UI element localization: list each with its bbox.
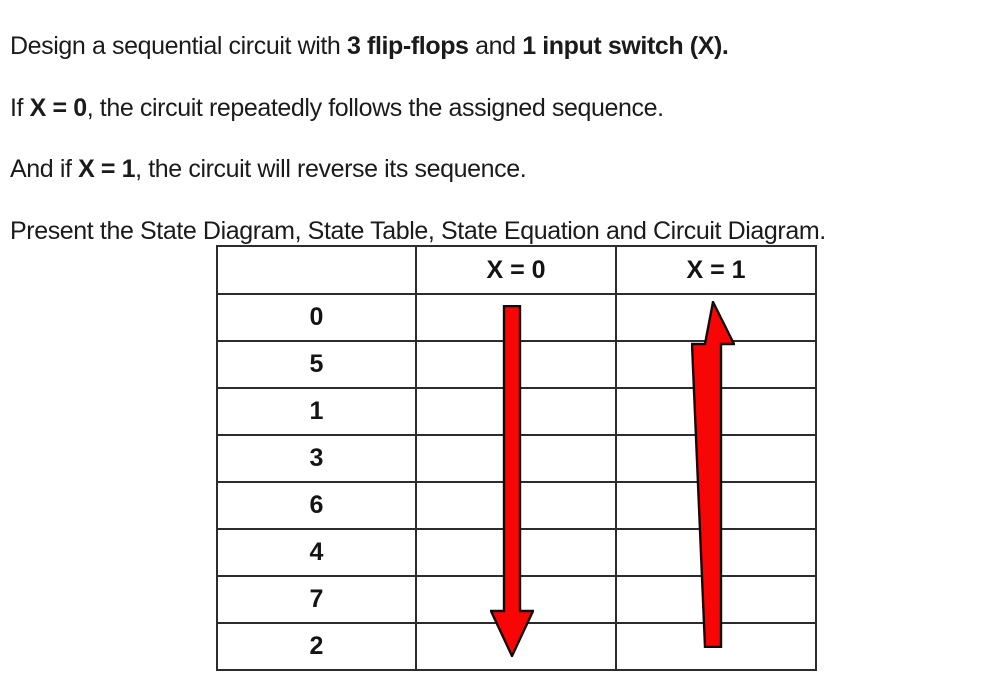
x1-cell bbox=[615, 622, 817, 671]
x1-column-header: X = 1 bbox=[615, 245, 817, 295]
text-run: X = 1 bbox=[78, 155, 136, 183]
x1-cell bbox=[615, 293, 817, 342]
text-run: And if bbox=[10, 155, 79, 183]
text-run: and bbox=[468, 32, 523, 60]
text-run: Design a sequential circuit with bbox=[10, 32, 347, 60]
table-row: 4 bbox=[216, 528, 817, 577]
paragraph-design-requirement: Design a sequential circuit with 3 flip-… bbox=[10, 30, 729, 62]
text-run: X = 0 bbox=[29, 94, 87, 122]
paragraph-x0-behavior: If X = 0, the circuit repeatedly follows… bbox=[10, 92, 664, 124]
state-cell: 0 bbox=[216, 293, 417, 342]
x0-cell bbox=[415, 387, 617, 436]
state-cell: 4 bbox=[216, 528, 417, 577]
sequence-table-container: X = 0 X = 1 0 5 1 3 bbox=[216, 245, 817, 671]
state-cell: 2 bbox=[216, 622, 417, 671]
state-column-header bbox=[216, 245, 417, 295]
table-row: 3 bbox=[216, 434, 817, 483]
state-cell: 7 bbox=[216, 575, 417, 624]
x0-cell bbox=[415, 528, 617, 577]
text-run: , the circuit will reverse its sequence. bbox=[135, 155, 527, 183]
x1-cell bbox=[615, 340, 817, 389]
x0-cell bbox=[415, 293, 617, 342]
table-row: 6 bbox=[216, 481, 817, 530]
text-run: Present the State Diagram, State Table, … bbox=[10, 217, 826, 245]
x0-cell bbox=[415, 434, 617, 483]
text-run: 1 input switch (X). bbox=[522, 32, 729, 60]
x1-cell bbox=[615, 387, 817, 436]
state-cell: 5 bbox=[216, 340, 417, 389]
x1-cell bbox=[615, 528, 817, 577]
x1-cell bbox=[615, 575, 817, 624]
text-run: , the circuit repeatedly follows the ass… bbox=[86, 94, 664, 122]
table-row: 0 bbox=[216, 293, 817, 342]
x0-cell bbox=[415, 622, 617, 671]
paragraph-deliverables: Present the State Diagram, State Table, … bbox=[10, 215, 826, 247]
state-cell: 1 bbox=[216, 387, 417, 436]
sequence-table: X = 0 X = 1 0 5 1 3 bbox=[216, 245, 817, 671]
x1-cell bbox=[615, 481, 817, 530]
text-run: 3 flip-flops bbox=[346, 32, 469, 60]
x1-cell bbox=[615, 434, 817, 483]
state-cell: 3 bbox=[216, 434, 417, 483]
table-row: 1 bbox=[216, 387, 817, 436]
paragraph-x1-behavior: And if X = 1, the circuit will reverse i… bbox=[10, 153, 527, 185]
x0-cell bbox=[415, 575, 617, 624]
table-row: 5 bbox=[216, 340, 817, 389]
table-row: 2 bbox=[216, 622, 817, 671]
table-row: 7 bbox=[216, 575, 817, 624]
state-cell: 6 bbox=[216, 481, 417, 530]
x0-cell bbox=[415, 481, 617, 530]
x0-cell bbox=[415, 340, 617, 389]
table-header-row: X = 0 X = 1 bbox=[216, 245, 817, 295]
text-run: If bbox=[10, 94, 30, 122]
x0-column-header: X = 0 bbox=[415, 245, 617, 295]
